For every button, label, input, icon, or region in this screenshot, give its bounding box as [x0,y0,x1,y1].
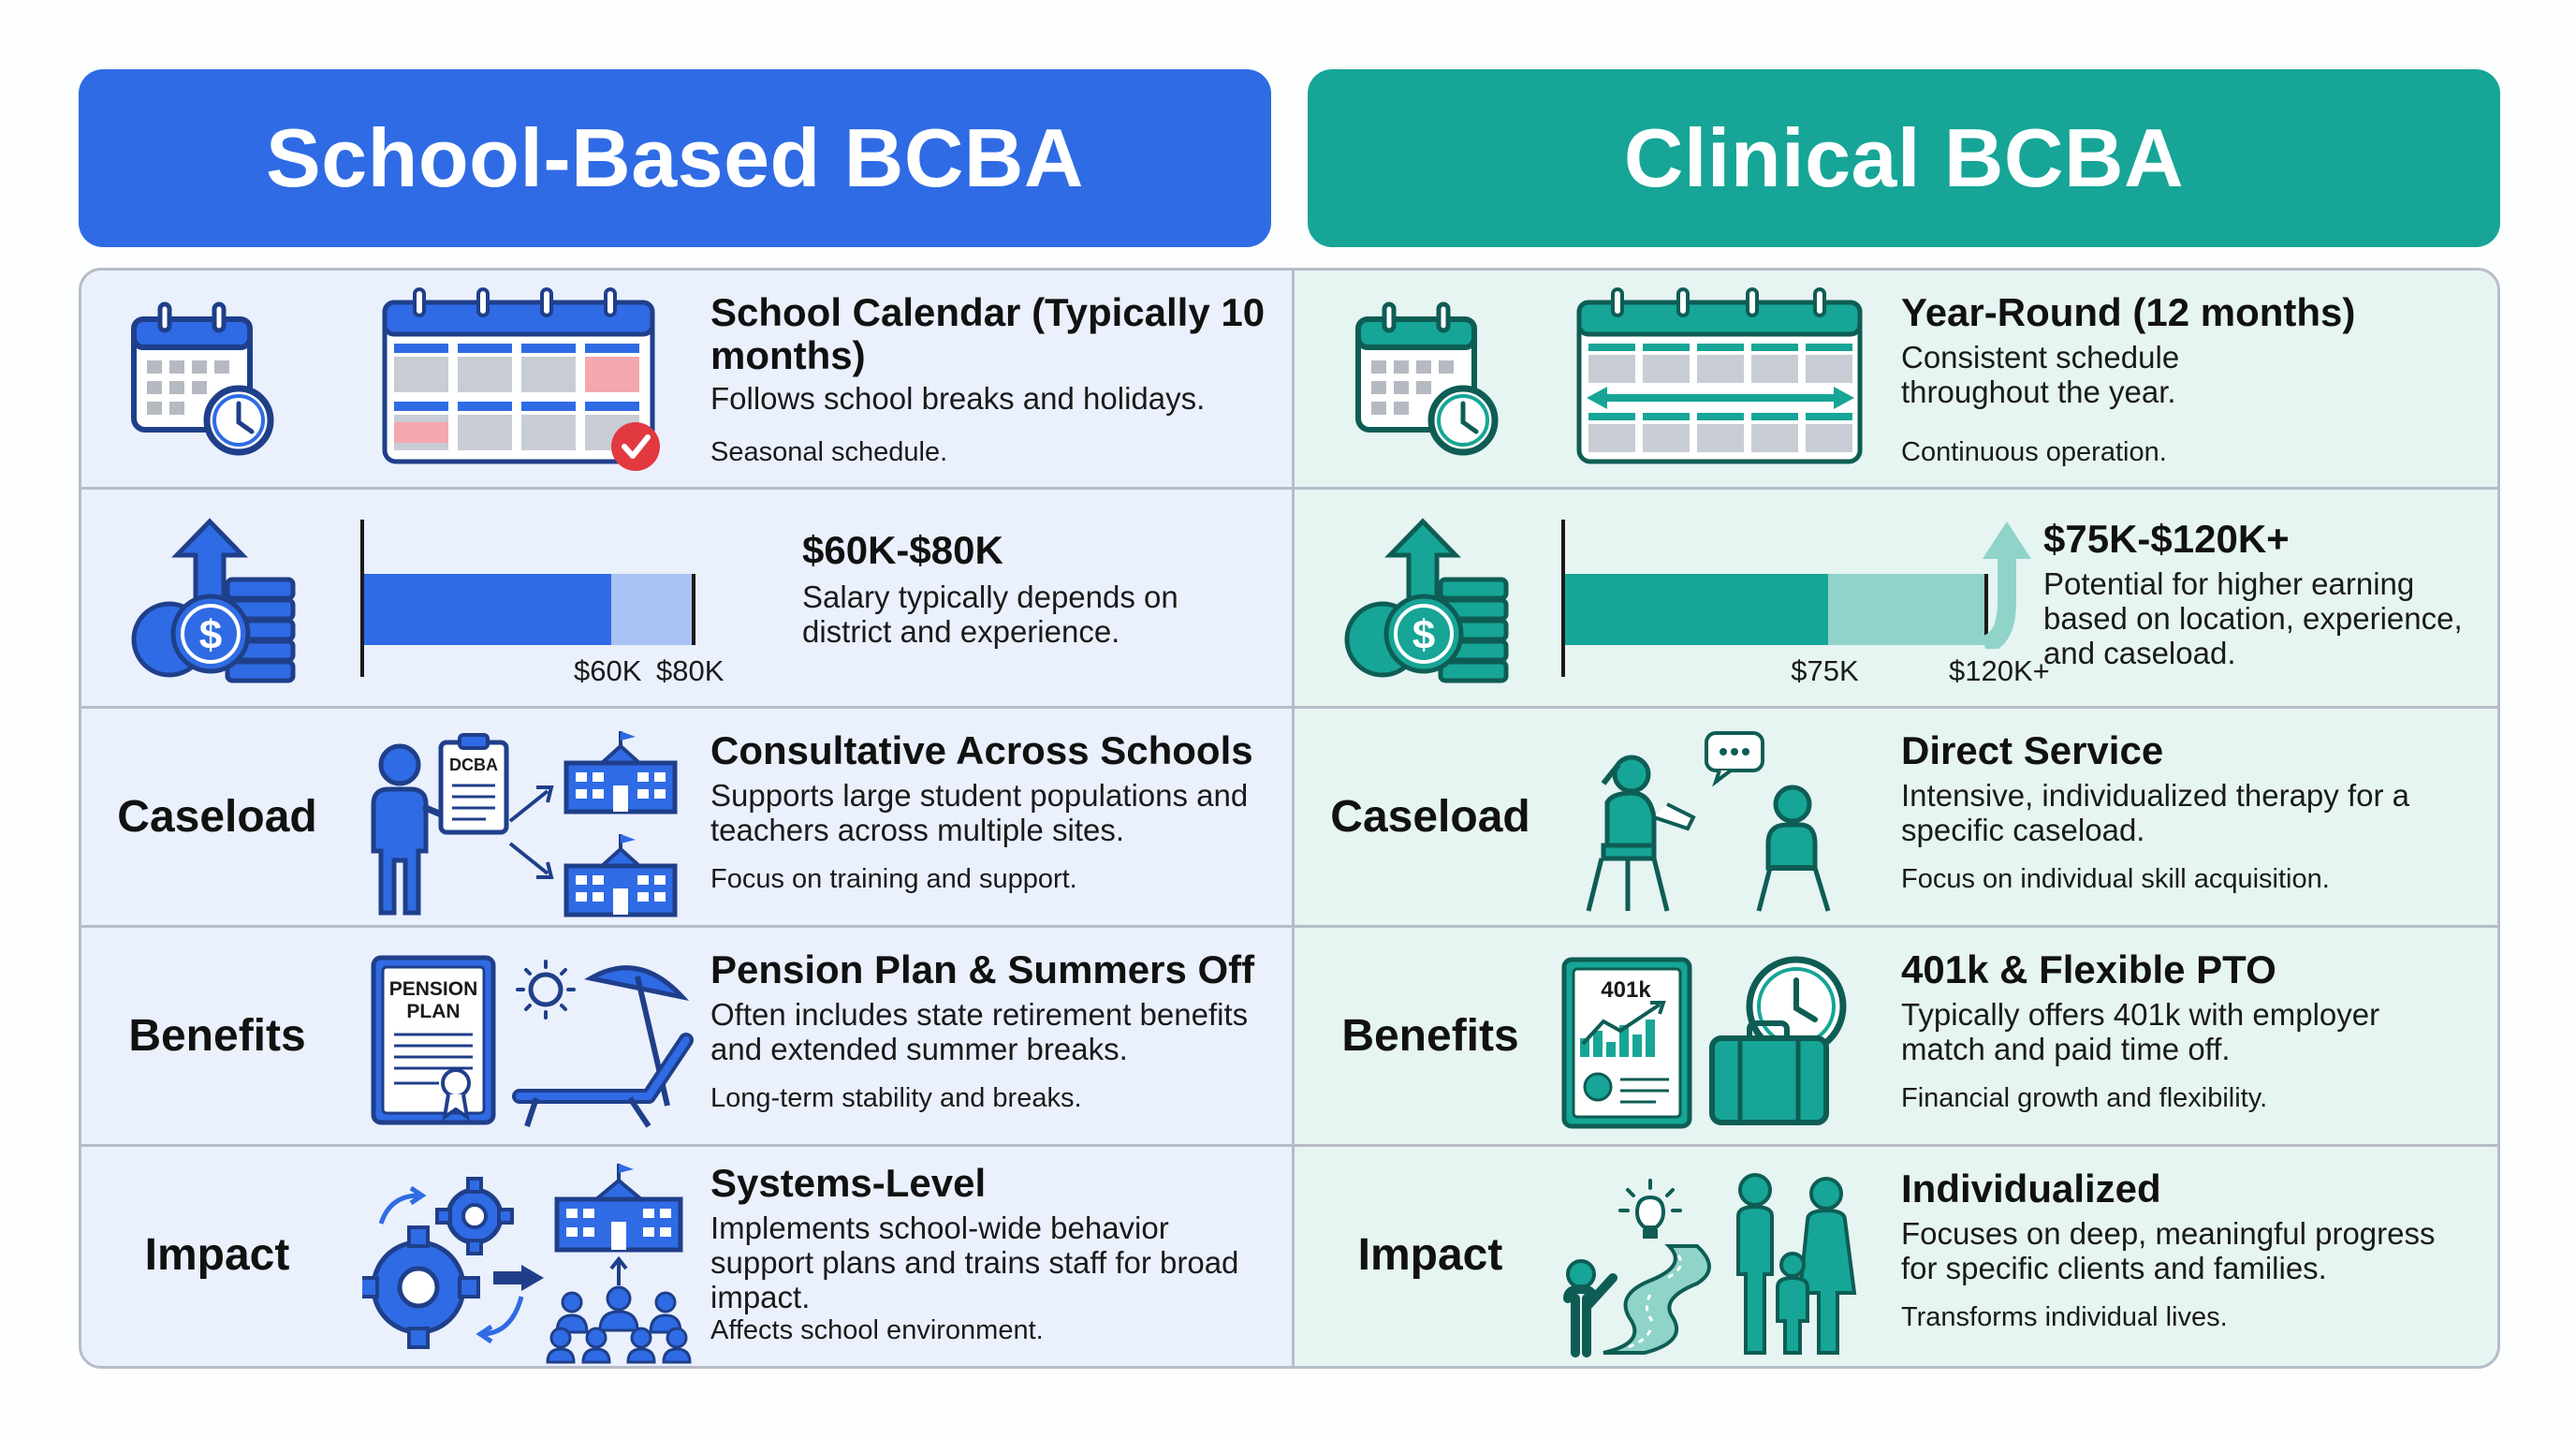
school-building-icon [554,1164,683,1285]
money-arrow-icon: $ [1344,518,1509,683]
school-benefits-label: Benefits [128,1011,306,1061]
school-schedule-row: School Calendar (Typically 10 months) Fo… [81,271,1292,490]
path-lightbulb-icon [1563,1173,1857,1357]
school-schedule-note: Seasonal schedule. [710,437,948,467]
school-salary-bar-range [611,574,694,645]
school-impact-row: Impact [81,1147,1292,1366]
clinic-header: Clinical BCBA [1308,69,2500,247]
school-caseload-desc: Supports large student populations and t… [710,778,1249,847]
school-impact-title: Systems-Level [710,1161,987,1205]
clinic-impact-title: Individualized [1901,1167,2161,1211]
clinic-caseload-row: Caseload Direct Service Intensive, indiv… [1295,709,2497,928]
clinic-benefits-title: 401k & Flexible PTO [1901,947,2276,991]
beach-chair-icon [512,960,694,1128]
therapy-session-icon [1586,731,1831,912]
school-schedule-desc: Follows school breaks and holidays. [710,381,1206,416]
school-building-icon [564,731,678,814]
school-benefits-title: Pension Plan & Summers Off [710,947,1255,991]
comparison-table: School Calendar (Typically 10 months) Fo… [79,268,2500,1369]
clinic-salary-bar-range [1828,574,1986,645]
school-impact-label: Impact [144,1230,290,1280]
school-benefits-desc: Often includes state retirement benefits… [710,997,1249,1066]
teacher-clipboard-icon: DCBA [371,733,509,916]
clinic-caseload-title: Direct Service [1901,728,2164,772]
school-impact-note: Affects school environment. [710,1315,1044,1345]
school-salary-max-label: $80K [656,654,724,687]
clinic-salary-min-label: $75K [1791,654,1859,687]
people-group-icon [546,1285,692,1364]
clinic-salary-axis [1561,520,1565,677]
school-benefits-note: Long-term stability and breaks. [710,1083,1082,1113]
school-caseload-label: Caseload [117,792,317,842]
svg-text:$: $ [199,612,222,658]
clinic-salary-title: $75K-$120K+ [2043,517,2290,561]
clinic-benefits-row: Benefits 401k 401k & Flexible PTO T [1295,928,2497,1147]
clinic-impact-row: Impact Individualized Focuses on deep, m… [1295,1147,2497,1366]
pension-document-icon: PENSION PLAN [371,955,496,1125]
school-building-icon [564,834,678,917]
clinic-salary-max-label: $120K+ [1949,654,2050,687]
school-salary-row: $ $60K $80K $60K-$80K Salary typically d… [81,490,1292,709]
clinic-impact-desc: Focuses on deep, meaningful progress for… [1901,1216,2436,1285]
clinic-schedule-note: Continuous operation. [1901,437,2167,467]
clinic-column: Year-Round (12 months) Consistent schedu… [1292,271,2497,1366]
school-salary-tick [692,574,695,645]
growth-arrow-icon [1981,521,2031,649]
clinic-benefits-note: Financial growth and flexibility. [1901,1083,2268,1113]
clinic-caseload-note: Focus on individual skill acquisition. [1901,864,2330,894]
clinic-impact-label: Impact [1357,1230,1503,1280]
calendar-months-icon [1576,287,1863,464]
svg-text:$: $ [1412,612,1435,658]
briefcase-clock-icon [1709,956,1847,1125]
school-column: School Calendar (Typically 10 months) Fo… [81,271,1292,1366]
school-benefits-row: Benefits PENSION PLAN Pension Plan & Sum… [81,928,1292,1147]
doc-401k-text: 401k [1601,977,1651,1003]
school-caseload-row: Caseload DCBA [81,709,1292,928]
svg-text:PENSION: PENSION [389,978,478,1000]
clinic-caseload-label: Caseload [1330,792,1530,842]
clinic-benefits-label: Benefits [1341,1011,1519,1061]
clinic-caseload-desc: Intensive, individualized therapy for a … [1901,778,2409,847]
calendar-clock-icon [1355,301,1499,456]
clinic-schedule-title: Year-Round (12 months) [1901,290,2356,334]
school-impact-desc: Implements school-wide behavior support … [710,1211,1239,1314]
money-arrow-icon: $ [131,518,296,683]
school-caseload-title: Consultative Across Schools [710,728,1253,772]
arrows-icon [508,785,554,879]
clipboard-text: DCBA [449,756,498,774]
clinic-salary-tick [1984,574,1988,645]
calendar-months-icon [382,287,660,471]
clinic-schedule-desc: Consistent schedule throughout the year. [1901,340,2180,409]
clinic-salary-desc: Potential for higher earning based on lo… [2043,566,2463,670]
clinic-benefits-desc: Typically offers 401k with employer matc… [1901,997,2380,1066]
clinic-schedule-row: Year-Round (12 months) Consistent schedu… [1295,271,2497,490]
school-salary-desc: Salary typically depends on district and… [802,580,1178,649]
calendar-clock-icon [131,301,274,456]
clinic-salary-row: $ $75K $120K+ $75K-$120K+ Potential for … [1295,490,2497,709]
401k-document-icon: 401k [1561,957,1692,1129]
school-header: School-Based BCBA [79,69,1271,247]
clinic-salary-bar-base [1565,574,1829,645]
school-salary-title: $60K-$80K [802,528,1003,572]
school-caseload-note: Focus on training and support. [710,864,1077,894]
gears-icon [362,1177,544,1349]
school-schedule-title: School Calendar (Typically 10 months) [710,290,1266,377]
school-salary-bar-base [364,574,611,645]
svg-text:PLAN: PLAN [406,1001,460,1022]
school-salary-min-label: $60K [574,654,642,687]
clinic-impact-note: Transforms individual lives. [1901,1302,2228,1332]
school-salary-axis [360,520,364,677]
